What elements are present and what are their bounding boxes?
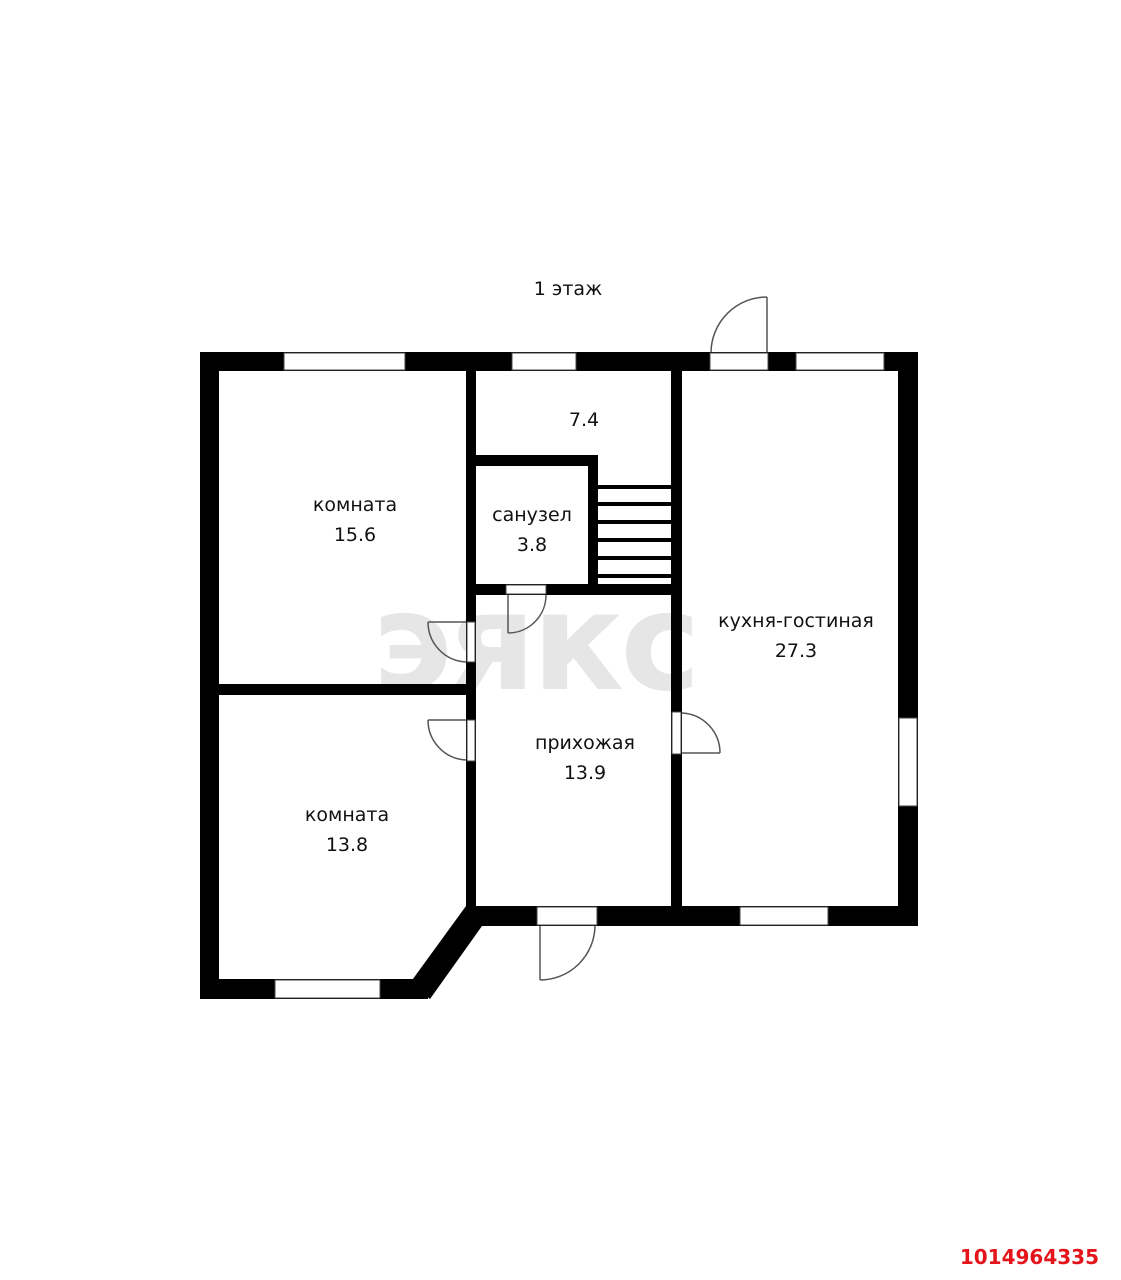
windows [274, 352, 918, 999]
room-name: санузел [492, 504, 572, 526]
doors [427, 296, 769, 981]
room-area: 15.6 [333, 524, 377, 546]
floor-title: 1 этаж [533, 278, 603, 300]
listing-id: 1014964335 [959, 1245, 1099, 1269]
room-area: 27.3 [774, 640, 818, 662]
room-area: 13.8 [325, 834, 369, 856]
room-label-komnata-1: комната 15.6 [313, 490, 397, 550]
room-area: 7.4 [568, 409, 600, 431]
outer-walls [200, 352, 918, 999]
room-name: комната [304, 804, 390, 826]
room-label-7-4: 7.4 [569, 405, 599, 435]
room-name: кухня-гостиная [718, 610, 874, 632]
room-label-prikhozhaya: прихожая 13.9 [535, 728, 635, 788]
room-name: прихожая [535, 732, 635, 754]
stairs [598, 485, 671, 578]
room-label-kukhnya-gostinaya: кухня-гостиная 27.3 [718, 606, 874, 666]
room-label-komnata-2: комната 13.8 [305, 800, 389, 860]
room-area: 13.9 [563, 762, 607, 784]
room-name: комната [312, 494, 398, 516]
interior-walls [200, 352, 682, 926]
room-area: 3.8 [516, 534, 548, 556]
room-label-sanuzel: санузел 3.8 [492, 500, 572, 560]
